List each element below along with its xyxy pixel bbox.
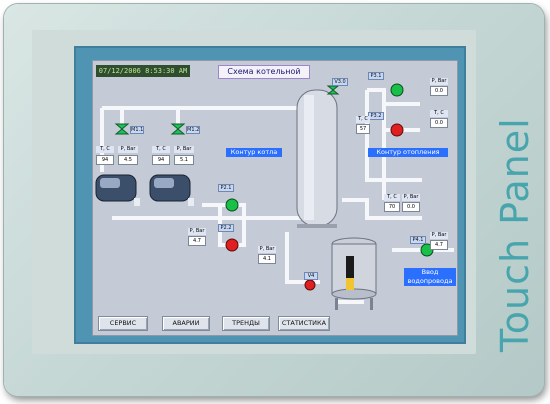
- boiler2-temp-value: 94: [152, 155, 170, 165]
- valves: [114, 85, 340, 135]
- heating-pressure-value: 0.0: [430, 86, 448, 96]
- boilers: [95, 174, 194, 206]
- column-pressure-value: 0.0: [402, 202, 420, 212]
- water-pressure-caption: P, Bar: [430, 232, 448, 239]
- trends-button[interactable]: ТРЕНДЫ: [222, 316, 270, 331]
- tag-pump-water: P4.1: [410, 236, 426, 244]
- alarms-button[interactable]: АВАРИИ: [162, 316, 210, 331]
- statistics-button[interactable]: СТАТИСТИКА: [278, 316, 330, 331]
- label-boiler-circuit: Контур котла: [226, 148, 282, 157]
- column-temp-value: 70: [384, 202, 400, 212]
- boiler2-pressure-caption: P, Bar: [174, 146, 194, 153]
- mid-pressure-top-caption: P, Bar: [188, 228, 206, 235]
- tag-valve2: M1.2: [186, 126, 200, 134]
- column-pressure-caption: P, Bar: [402, 194, 420, 201]
- tag-pump-mid2: P2.2: [218, 224, 234, 232]
- hmi-screen: 07/12/2006 8:53:30 AM Схема котельной M1…: [92, 60, 458, 336]
- tag-pump-heat2: P3.2: [368, 112, 384, 120]
- tag-valve-tank: V4: [304, 272, 318, 280]
- mid-pressure-bottom-caption: P, Bar: [258, 246, 276, 253]
- heating-pressure-caption: P, Bar: [430, 78, 448, 85]
- tag-pump-mid1: P2.1: [218, 184, 234, 192]
- mid-pressure-bottom-value: 4.1: [258, 254, 276, 264]
- boiler2-pressure-value: 5.1: [174, 155, 194, 165]
- tag-valve1: M1.1: [130, 126, 144, 134]
- tag-pump-heat1: P3.1: [368, 72, 384, 80]
- heating-temp-caption: T, C: [356, 116, 370, 123]
- mid-pressure-top-value: 4.7: [188, 236, 206, 246]
- service-button[interactable]: СЕРВИС: [98, 316, 148, 331]
- datetime-display: 07/12/2006 8:53:30 AM: [96, 65, 190, 77]
- pipes: [100, 88, 454, 304]
- tag-valve-top: V3.0: [332, 78, 348, 86]
- boiler1-temp-value: 94: [96, 155, 114, 165]
- boiler2-temp-caption: T, C: [152, 146, 170, 153]
- heating-temp-value: 57: [356, 124, 370, 134]
- boiler-column: [296, 89, 338, 228]
- heating-temp-right-caption: T, C: [430, 110, 448, 117]
- pumps: [225, 83, 434, 291]
- water-pressure-value: 4.7: [430, 240, 448, 250]
- boiler1-pressure-caption: P, Bar: [118, 146, 138, 153]
- brand-label: Touch Panel: [493, 117, 537, 352]
- process-diagram: [95, 83, 454, 310]
- screen-title: Схема котельной: [218, 65, 310, 79]
- boiler1-pressure-value: 4.5: [118, 155, 138, 165]
- column-temp-caption: T, C: [384, 194, 400, 201]
- label-heating-circuit: Контур отопления: [368, 148, 448, 157]
- boiler1-temp-caption: T, C: [96, 146, 114, 153]
- label-water-input: Ввод водопровода: [404, 268, 456, 286]
- heating-temp-right-value: 0.0: [430, 118, 448, 128]
- water-tank: [331, 237, 377, 310]
